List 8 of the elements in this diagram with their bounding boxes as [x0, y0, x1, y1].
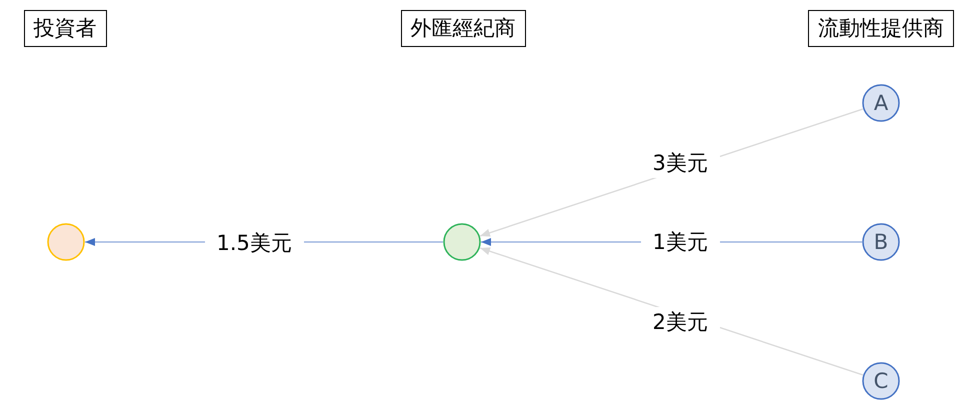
letter-circle: B [862, 223, 900, 261]
heading-box: 外匯經紀商 [400, 10, 526, 47]
heading-box: 流動性提供商 [808, 10, 954, 47]
circle [443, 223, 481, 261]
heading-box: 投資者 [24, 10, 106, 47]
letter-circle: A [862, 84, 900, 122]
circle [47, 223, 85, 261]
letter-circle: C [862, 362, 900, 400]
